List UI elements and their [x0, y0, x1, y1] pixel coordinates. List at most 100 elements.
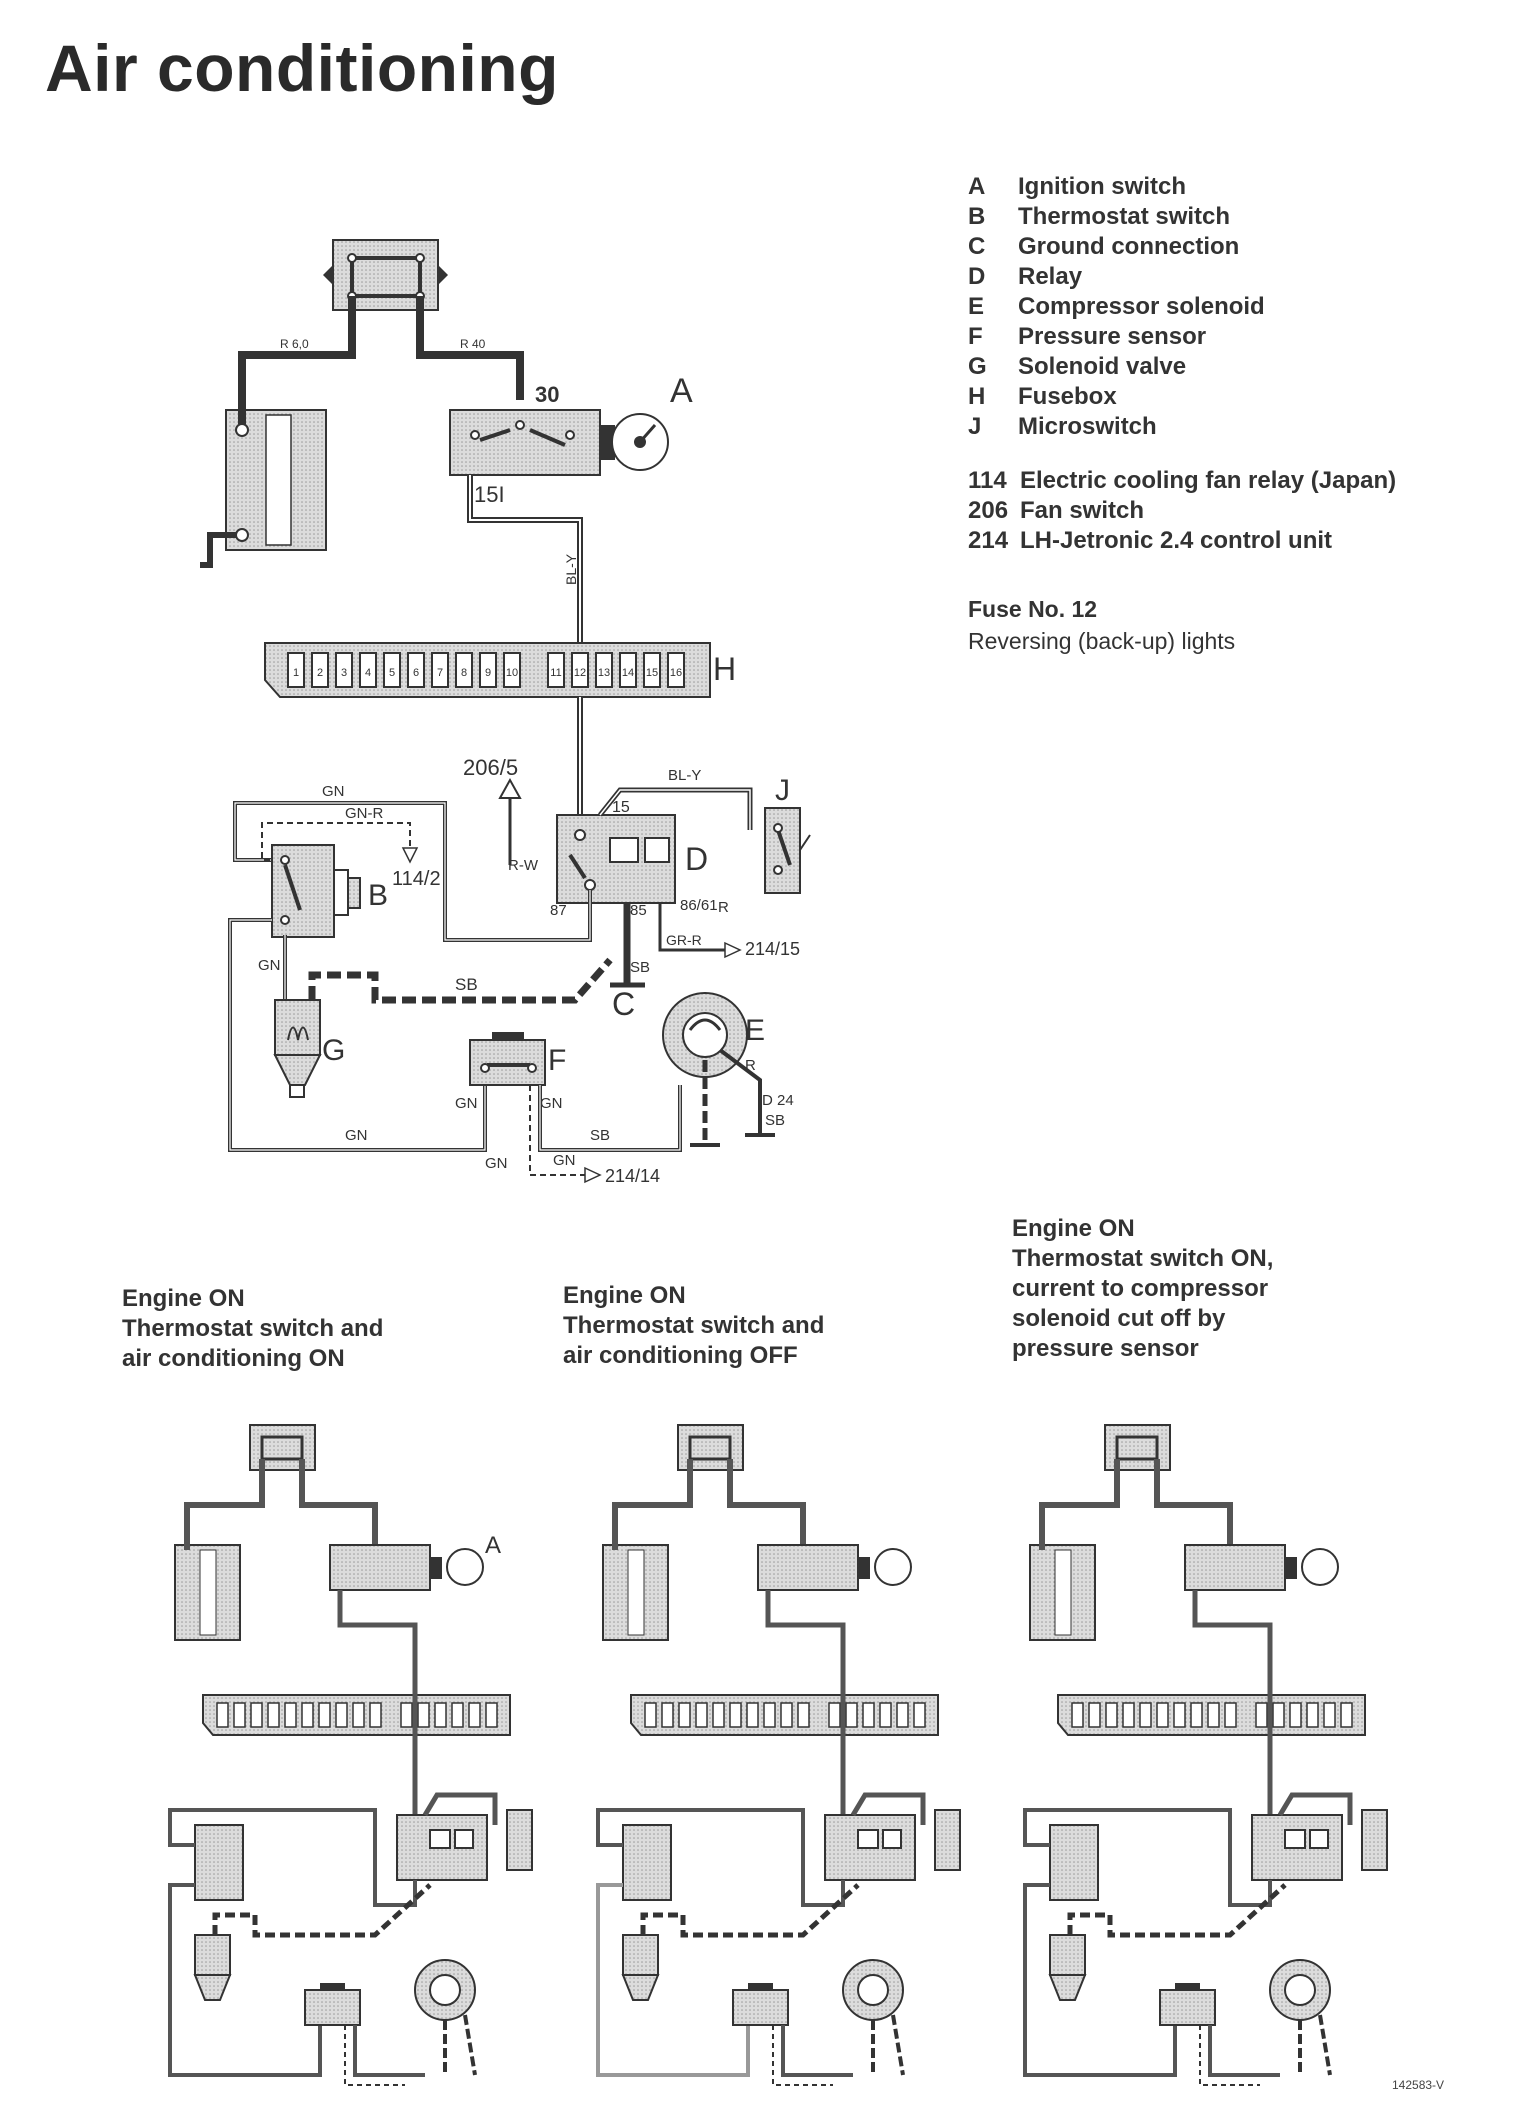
fuse-number: 6	[413, 667, 419, 679]
wire-label-gn-3: GN	[345, 1127, 368, 1144]
wire-label-r60: R 6,0	[280, 337, 309, 351]
label-j: J	[775, 774, 790, 807]
fuse-number: 5	[389, 667, 395, 679]
fuse-slot	[431, 652, 449, 688]
label-c: C	[612, 986, 635, 1022]
fuse-slot	[595, 652, 613, 688]
terminal-86: 86/61	[680, 897, 718, 914]
terminal-15i: 15I	[474, 482, 505, 507]
terminal-15: 15	[612, 799, 630, 816]
state-diagram-3	[1023, 1424, 1388, 2086]
figure-code: 142583-V	[1392, 2078, 1445, 2092]
terminal-87: 87	[550, 902, 567, 919]
wire-label-sb-3: SB	[590, 1127, 610, 1144]
pressure-sensor	[469, 1032, 546, 1086]
fuse-note: Fuse No. 12 Reversing (back-up) lights	[968, 596, 1235, 655]
connector-114: 114/2	[392, 868, 441, 890]
mini-label-a: A	[485, 1532, 501, 1559]
wire-label-sb: SB	[455, 975, 478, 994]
fuse-number: 3	[341, 667, 347, 679]
main-fuse-block	[323, 239, 448, 311]
state-diagram-1	[168, 1424, 533, 2086]
wire-label-sb-4: SB	[765, 1112, 785, 1129]
wire-label-r40: R 40	[460, 337, 486, 351]
fuse-slot	[479, 652, 497, 688]
label-g: G	[322, 1034, 345, 1067]
fuse-number: 7	[437, 667, 443, 679]
fuse-slot	[287, 652, 305, 688]
battery	[225, 409, 327, 551]
fuse-number: 4	[365, 667, 371, 679]
fuse-slot	[619, 652, 637, 688]
wire-label-gn-6: GN	[553, 1152, 576, 1169]
terminal-85: 85	[630, 902, 647, 919]
fuse-slot	[359, 652, 377, 688]
connector-d24: D 24	[762, 1092, 794, 1109]
fuse-number: 1	[293, 667, 299, 679]
wire-label-gnr: GN-R	[345, 805, 383, 822]
fuse-number: 13	[598, 667, 610, 679]
fuse-slot	[311, 652, 329, 688]
wire-label-bly-2: BL-Y	[668, 767, 701, 784]
connector-214-15: 214/15	[745, 939, 800, 959]
relay	[556, 814, 676, 904]
label-e: E	[745, 1014, 765, 1047]
fuse-number: 9	[485, 667, 491, 679]
microswitch	[764, 807, 811, 894]
label-h: H	[713, 651, 736, 687]
fuse-number: 15	[646, 667, 658, 679]
terminal-30: 30	[535, 382, 559, 407]
wire-label-gn-5: GN	[540, 1095, 563, 1112]
connector-214-14: 214/14	[605, 1166, 660, 1186]
state-diagrams	[168, 1424, 1388, 2086]
wire-label-sb-2: SB	[630, 959, 650, 976]
fuse-slot	[547, 652, 565, 688]
fuse-number: 8	[461, 667, 467, 679]
thermostat-switch	[271, 844, 361, 938]
label-a: A	[670, 372, 693, 410]
state-diagram-2	[596, 1424, 961, 2086]
wire-label-r: R	[718, 899, 729, 916]
wire-label-gn-2: GN	[258, 957, 281, 974]
wire-label-bly: BL-Y	[563, 553, 579, 585]
fuse-slot	[571, 652, 589, 688]
fuse-number: 14	[622, 667, 634, 679]
fuse-number: 12	[574, 667, 586, 679]
fuse-slot	[383, 652, 401, 688]
wire-label-gn-7: GN	[485, 1155, 508, 1172]
label-b: B	[368, 879, 388, 912]
page-title: Air conditioning	[45, 31, 559, 105]
wire-label-grr: GR-R	[666, 932, 702, 948]
fuse-title: Fuse No. 12	[968, 596, 1098, 622]
ignition-switch	[449, 409, 669, 476]
wire-label-gn: GN	[322, 783, 345, 800]
fuse-slot	[643, 652, 661, 688]
fuse-slot	[455, 652, 473, 688]
solenoid-valve	[273, 999, 322, 1098]
wire-label-r-2: R	[745, 1057, 756, 1074]
fuse-number: 11	[550, 667, 561, 679]
fuse-slot	[407, 652, 425, 688]
fuse-number: 16	[670, 667, 682, 679]
label-d: D	[685, 841, 708, 877]
fuse-slot	[503, 652, 521, 688]
fuse-slot	[335, 652, 353, 688]
fuse-description: Reversing (back-up) lights	[968, 628, 1236, 654]
